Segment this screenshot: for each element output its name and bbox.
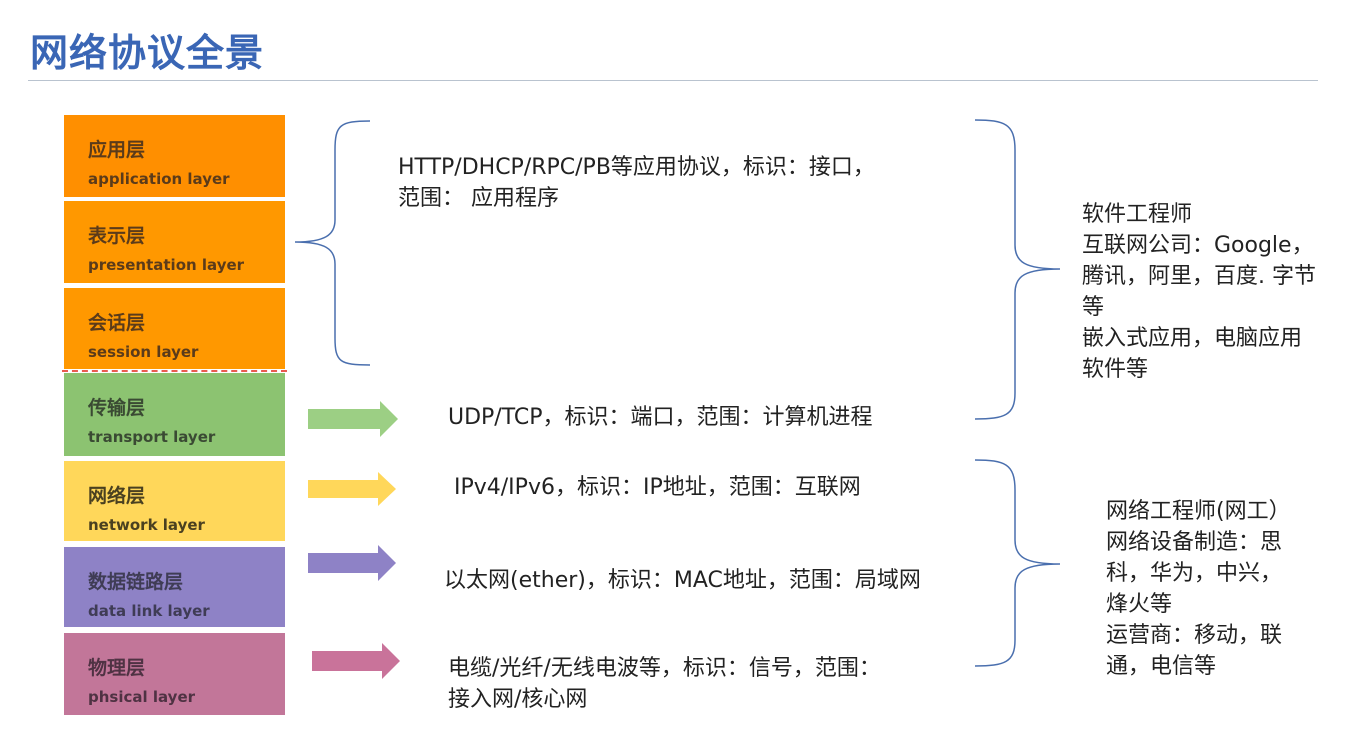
layer-session: 会话层 session layer <box>64 288 285 369</box>
brace-software-group <box>974 119 1061 420</box>
desc-physical-line2: 接入网/核心网 <box>448 687 588 712</box>
layer-physical-en: phsical layer <box>88 688 196 706</box>
layer-datalink: 数据链路层 data link layer <box>64 547 285 627</box>
software-group-line: 软件等 <box>1082 357 1149 382</box>
layer-application-en: application layer <box>88 170 230 188</box>
layer-presentation-en: presentation layer <box>88 256 245 274</box>
layer-session-en: session layer <box>88 343 199 361</box>
arrow-transport <box>308 401 398 437</box>
layer-presentation: 表示层 presentation layer <box>64 201 285 283</box>
layer-presentation-zh: 表示层 <box>88 225 146 247</box>
network-group-line: 网络设备制造：思 <box>1106 530 1283 555</box>
layer-transport-zh: 传输层 <box>88 397 146 419</box>
software-group-line: 等 <box>1082 295 1105 320</box>
desc-transport: UDP/TCP，标识：端口，范围：计算机进程 <box>448 405 873 430</box>
layer-transport: 传输层 transport layer <box>64 373 285 456</box>
network-group-line: 科，华为，中兴， <box>1106 561 1283 586</box>
layer-application: 应用层 application layer <box>64 115 285 197</box>
layer-network: 网络层 network layer <box>64 461 285 541</box>
software-group: 软件工程师 互联网公司：Google， 腾讯，阿里，百度. 字节 等 嵌入式应用… <box>1082 199 1354 385</box>
arrow-datalink <box>308 545 396 581</box>
network-group: 网络工程师(网工） 网络设备制造：思 科，华为，中兴， 烽火等 运营商：移动，联… <box>1106 496 1336 682</box>
network-group-line: 网络工程师(网工） <box>1106 499 1291 524</box>
layer-session-zh: 会话层 <box>88 312 146 334</box>
desc-datalink: 以太网(ether)，标识：MAC地址，范围：局域网 <box>444 568 921 593</box>
network-group-line: 烽火等 <box>1106 592 1173 617</box>
network-group-line: 通，电信等 <box>1106 654 1217 679</box>
layer-physical: 物理层 phsical layer <box>64 633 285 715</box>
layer-network-zh: 网络层 <box>88 485 146 507</box>
layer-application-zh: 应用层 <box>88 139 146 161</box>
arrow-network <box>308 472 396 506</box>
layer-datalink-en: data link layer <box>88 602 210 620</box>
brace-upper-layers <box>294 120 371 366</box>
title-divider <box>28 80 1318 81</box>
page-title: 网络协议全景 <box>30 31 265 75</box>
software-group-line: 腾讯，阿里，百度. 字节 <box>1082 264 1316 289</box>
desc-application-line2: 范围： 应用程序 <box>398 186 559 211</box>
layer-network-en: network layer <box>88 516 205 534</box>
software-group-line: 软件工程师 <box>1082 202 1193 227</box>
desc-physical-line1: 电缆/光纤/无线电波等，标识：信号，范围： <box>448 656 881 681</box>
software-group-line: 嵌入式应用，电脑应用 <box>1082 326 1303 351</box>
software-group-line: 互联网公司：Google， <box>1082 233 1314 258</box>
arrow-physical <box>312 643 400 679</box>
layer-divider-dashed <box>62 370 287 372</box>
desc-network: IPv4/IPv6，标识：IP地址，范围：互联网 <box>454 475 861 500</box>
network-group-line: 运营商：移动，联 <box>1106 623 1283 648</box>
layer-transport-en: transport layer <box>88 428 216 446</box>
brace-network-group <box>974 459 1061 667</box>
layer-datalink-zh: 数据链路层 <box>88 571 184 593</box>
desc-application-line1: HTTP/DHCP/RPC/PB等应用协议，标识：接口， <box>398 155 875 180</box>
layer-physical-zh: 物理层 <box>88 657 146 679</box>
